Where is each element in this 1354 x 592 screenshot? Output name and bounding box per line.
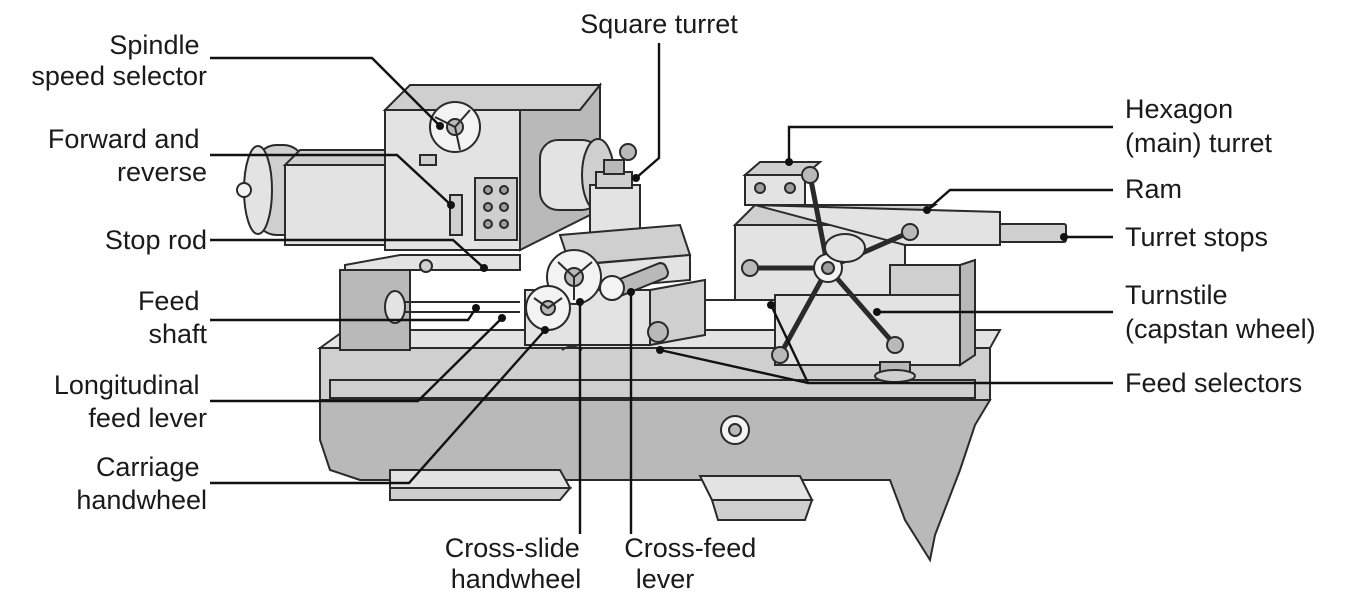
- label-square-turret: Square turret: [580, 9, 738, 39]
- turret-lathe-illustration: [236, 82, 1067, 563]
- label-turnstile: Turnstile (capstan wheel): [1125, 280, 1316, 344]
- leader-feed-selectors-2: [659, 348, 809, 385]
- leader-square-turret: [635, 43, 661, 179]
- leader-ram: [926, 188, 1113, 211]
- label-feed-selectors: Feed selectors: [1125, 368, 1302, 398]
- leader-spindle-speed-selector: [210, 56, 441, 127]
- label-forward-reverse: Forward and reverse: [48, 124, 207, 187]
- leader-carriage-handwheel: [210, 329, 546, 485]
- label-spindle-speed-selector: Spindle speed selector: [31, 30, 207, 91]
- label-cross-feed-lever: Cross-feed lever: [624, 533, 764, 592]
- leader-feed-shaft: [210, 307, 477, 322]
- label-stop-rod: Stop rod: [105, 225, 207, 255]
- label-feed-shaft: Feed shaft: [138, 286, 208, 349]
- leader-hexagon-turret: [787, 125, 1113, 162]
- leader-lines: [210, 43, 1113, 534]
- label-carriage-handwheel: Carriage handwheel: [76, 452, 207, 515]
- carriage-apron: [524, 249, 706, 351]
- label-hexagon-turret: Hexagon (main) turret: [1125, 94, 1273, 158]
- label-turret-stops: Turret stops: [1125, 222, 1268, 252]
- label-cross-slide-handwheel: Cross-slide handwheel: [445, 533, 588, 592]
- lathe-feet: [389, 469, 814, 521]
- leader-forward-reverse: [210, 153, 452, 206]
- leader-longitudinal-feed-lever: [210, 317, 503, 403]
- label-longitudinal-feed-lever: Longitudinal feed lever: [54, 370, 207, 433]
- callout-labels: Spindle speed selector Forward and rever…: [31, 9, 1315, 592]
- label-ram: Ram: [1125, 174, 1182, 204]
- leader-stop-rod: [210, 238, 485, 269]
